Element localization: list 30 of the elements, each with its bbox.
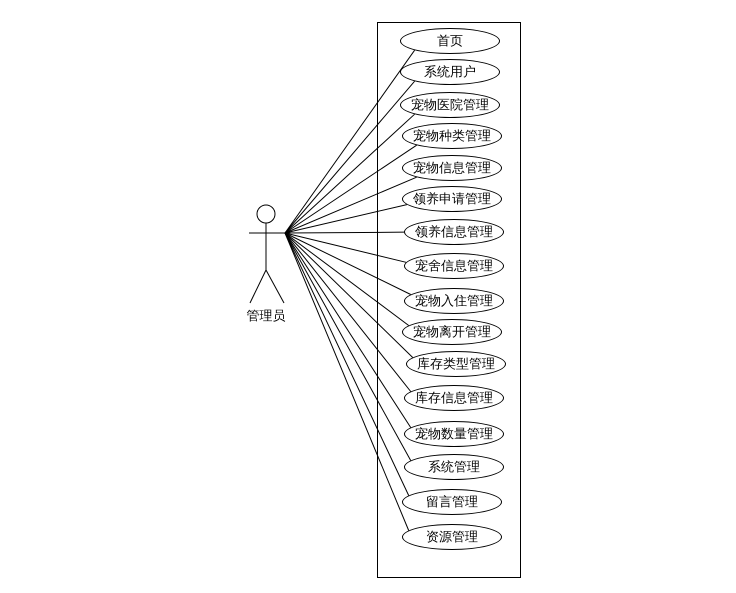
use-case-ellipse: 宠物数量管理 [404,421,504,447]
association-line [284,232,410,326]
use-case-ellipse: 首页 [400,28,500,54]
use-case-ellipse: 留言管理 [402,489,502,515]
association-line [284,204,408,234]
use-case-ellipse: 库存信息管理 [404,385,504,411]
association-line [284,50,416,234]
association-line [284,144,418,234]
association-line [284,176,418,234]
use-case-ellipse: 系统用户 [400,59,500,85]
use-case-ellipse: 宠物医院管理 [400,92,500,118]
use-case-ellipse: 库存类型管理 [406,351,506,377]
actor-label: 管理员 [246,308,286,325]
use-case-ellipse: 领养申请管理 [402,186,502,212]
association-line [284,232,407,263]
association-line [284,232,412,392]
association-line [284,114,416,234]
use-case-ellipse: 宠物离开管理 [402,319,502,345]
use-case-ellipse: 宠物入住管理 [404,288,504,314]
association-line [284,232,404,234]
association-line [284,80,416,234]
use-case-ellipse: 宠舍信息管理 [404,253,504,279]
use-case-ellipse: 资源管理 [402,524,502,550]
use-case-ellipse: 领养信息管理 [404,219,504,245]
association-line [284,232,412,295]
system-boundary [377,22,521,578]
use-case-ellipse: 宠物种类管理 [402,123,502,149]
association-line [284,232,414,358]
use-case-ellipse: 宠物信息管理 [402,155,502,181]
use-case-ellipse: 系统管理 [404,454,504,480]
